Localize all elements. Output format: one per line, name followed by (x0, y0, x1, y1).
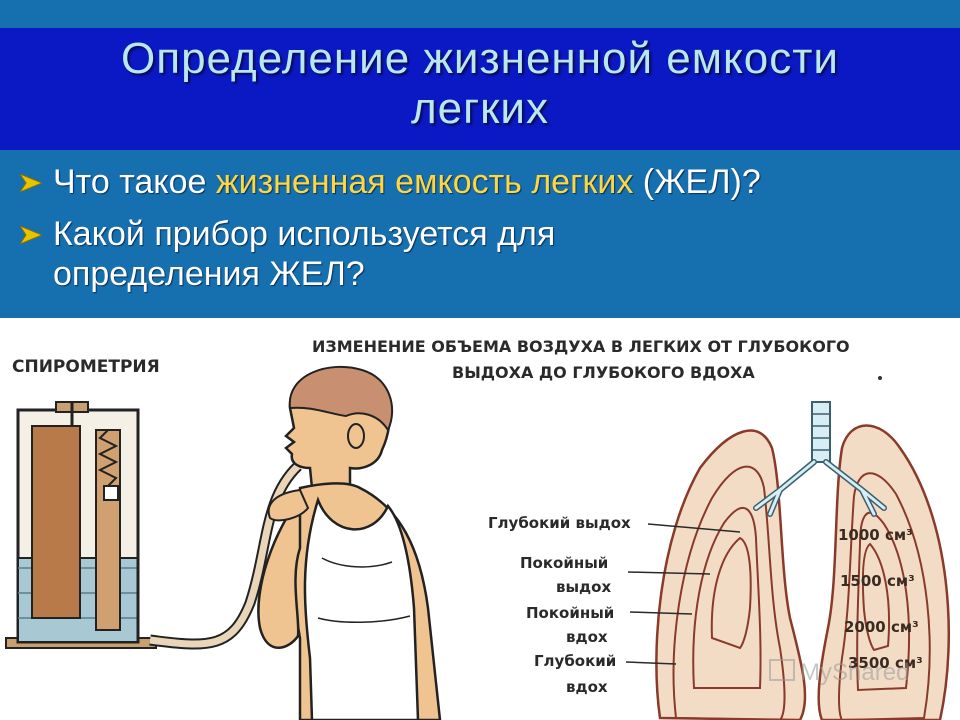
slide-title: Определение жизненной емкости легких (0, 34, 960, 134)
label-calm-exhale-1: Покойный (520, 554, 608, 572)
question-1-text-start: Что такое (53, 163, 216, 201)
label-deep-inhale-2: вдох (566, 678, 608, 696)
person-figure (257, 365, 442, 720)
label-calm-exhale-2: выдох (556, 578, 611, 596)
spirometer-device (5, 401, 157, 649)
volume-2000: 2000 см³ (844, 618, 919, 636)
label-deep-exhale: Глубокий выдох (488, 514, 631, 532)
arrow-bullet-icon (20, 226, 42, 244)
volume-labels: 1000 см³ 1500 см³ 2000 см³ 3500 см³ (838, 526, 923, 672)
arrow-bullet-icon (20, 174, 42, 192)
title-band (0, 28, 960, 150)
label-calm-inhale-2: вдох (566, 628, 608, 646)
question-2-line-1: Какой прибор используется для (53, 215, 556, 253)
title-line-2: легких (410, 84, 550, 133)
bullet-question-1: Что такое жизненная емкость легких (ЖЕЛ)… (20, 162, 950, 202)
diagram-caption-line-2: ВЫДОХА ДО ГЛУБОКОГО ВДОХА (452, 363, 755, 382)
question-2-line-2: определения ЖЕЛ? (53, 255, 365, 293)
watermark-text: MyShared (800, 659, 909, 686)
bullet-list: Что такое жизненная емкость легких (ЖЕЛ)… (20, 162, 950, 306)
label-calm-inhale-1: Покойный (526, 604, 614, 622)
volume-3500: 3500 см³ (848, 654, 923, 672)
spirometry-label: СПИРОМЕТРИЯ (12, 357, 160, 377)
lung-phase-labels: Глубокий выдох Покойный выдох Покойный в… (488, 514, 741, 696)
spirometry-illustration: СПИРОМЕТРИЯ ИЗМЕНЕНИЕ ОБЪЕМА ВОЗДУХА В Л… (5, 337, 950, 720)
label-deep-inhale-1: Глубокий (534, 652, 616, 670)
diagram-caption-line-1: ИЗМЕНЕНИЕ ОБЪЕМА ВОЗДУХА В ЛЕГКИХ ОТ ГЛУ… (312, 337, 850, 356)
lungs-diagram (655, 401, 950, 720)
bullet-question-2: Какой прибор используется для определени… (20, 214, 950, 294)
title-line-1: Определение жизненной емкости (121, 34, 839, 83)
question-1-text-end: (ЖЕЛ)? (633, 163, 761, 201)
question-1-term: жизненная емкость легких (215, 163, 634, 201)
volume-1500: 1500 см³ (840, 572, 915, 590)
watermark: MyShared (769, 659, 909, 686)
volume-1000: 1000 см³ (838, 526, 913, 544)
